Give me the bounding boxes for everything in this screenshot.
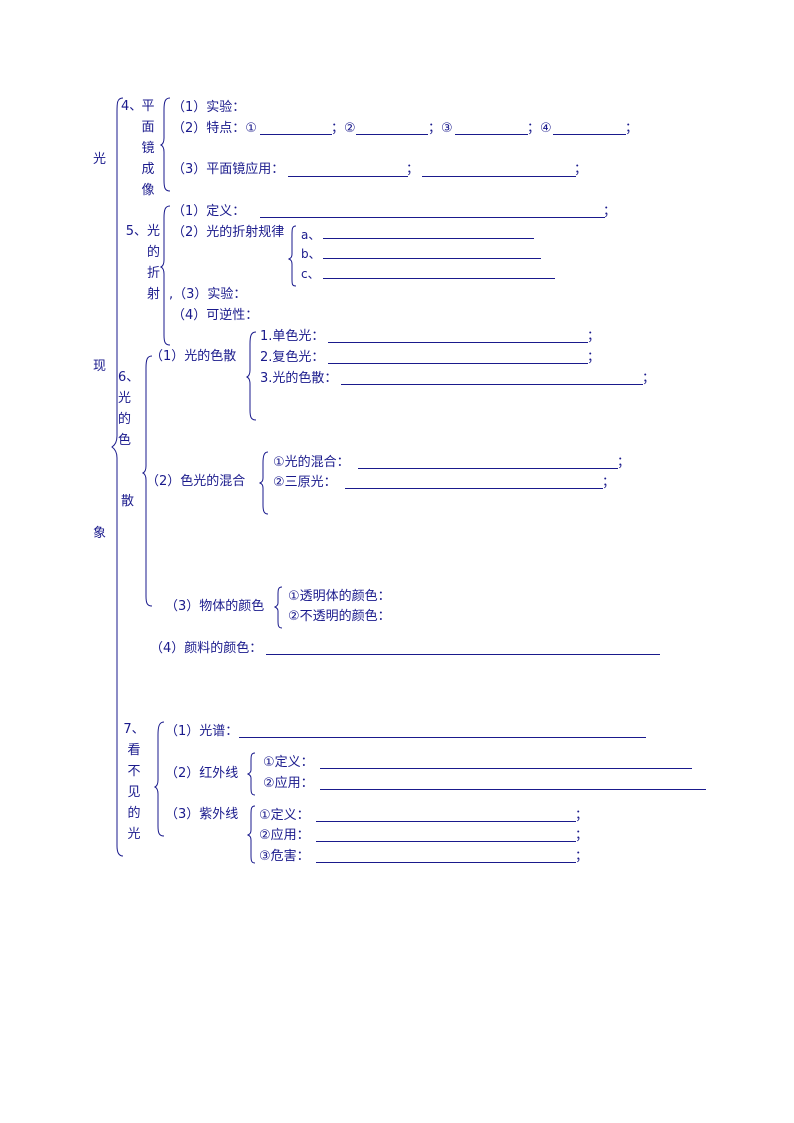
- s5-brace: [159, 205, 171, 346]
- s5-definition: （1）定义：: [172, 204, 246, 219]
- s4-feature-2-blank[interactable]: [356, 134, 428, 135]
- s7-brace: [153, 721, 165, 837]
- s6-mono: 1.单色光：: [260, 329, 325, 344]
- s7-uv-harm: ③危害：: [259, 849, 310, 864]
- s5-law-a: a、: [301, 228, 321, 242]
- s7-uv-application: ②应用：: [259, 828, 310, 843]
- s6-mix-1-blank[interactable]: [358, 468, 618, 469]
- s6-object-color-label: （3）物体的颜色: [165, 599, 265, 614]
- s7-uv-label: （3）紫外线: [165, 807, 239, 822]
- s6-disp-brace: [245, 331, 257, 421]
- s4-apply: （3）平面镜应用：: [172, 162, 285, 177]
- s7-uv-definition: ①定义：: [259, 808, 310, 823]
- s4-sep-4: ；④: [527, 121, 552, 136]
- s6-poly-end: ；: [587, 350, 601, 365]
- s5-title: 5、光 的 折 射: [125, 224, 160, 302]
- s4-apply-1-blank[interactable]: [288, 176, 408, 177]
- s7-uv-harm-blank[interactable]: [316, 862, 576, 863]
- s6-dispersion: 3.光的色散：: [260, 371, 338, 386]
- root-char-3: 象: [93, 526, 107, 541]
- s6-title-tail: 散: [121, 494, 135, 509]
- s7-uv-definition-end: ；: [575, 808, 589, 823]
- s4-apply-sep: ；: [406, 162, 420, 177]
- s5-law-c-blank[interactable]: [323, 278, 555, 279]
- s5-law-brace: [287, 225, 297, 287]
- s4-end: ；: [625, 121, 639, 136]
- s5-definition-blank[interactable]: [260, 217, 605, 218]
- s4-title-num: 4、: [121, 99, 143, 114]
- s4-feature-4-blank[interactable]: [553, 134, 626, 135]
- s7-ir-brace: [246, 752, 256, 796]
- s7-spectrum-blank[interactable]: [239, 737, 646, 738]
- s6-title: 6、 光 的 色: [118, 370, 140, 448]
- s6-mix-brace: [258, 451, 269, 515]
- s6-mix-label: （2）色光的混合: [146, 474, 246, 489]
- s5-law-b-blank[interactable]: [323, 258, 541, 259]
- s6-mix-2: ②三原光：: [273, 475, 337, 490]
- s5-law: （2）光的折射规律: [172, 225, 285, 240]
- s7-ir-application: ②应用：: [263, 776, 314, 791]
- s7-spectrum: （1）光谱：: [165, 724, 239, 739]
- s7-uv-application-blank[interactable]: [316, 841, 576, 842]
- s6-transparent: ①透明体的颜色：: [288, 589, 391, 604]
- s6-mix-2-end: ；: [602, 475, 616, 490]
- s6-opaque: ②不透明的颜色：: [288, 609, 391, 624]
- s6-poly: 2.复色光：: [260, 350, 325, 365]
- s7-ir-application-blank[interactable]: [320, 789, 706, 790]
- s6-mono-end: ；: [587, 329, 601, 344]
- s6-pigment-blank[interactable]: [266, 654, 660, 655]
- s7-title: 7、 看 不 见 的 光: [123, 722, 145, 842]
- root-char-1: 光: [93, 152, 107, 167]
- s4-apply-end: ；: [574, 162, 588, 177]
- s5-reversibility: （4）可逆性：: [172, 308, 259, 323]
- s7-uv-definition-blank[interactable]: [316, 821, 576, 822]
- s4-features: （2）特点：①: [172, 121, 257, 136]
- s6-poly-blank[interactable]: [328, 363, 588, 364]
- s6-obj-brace: [273, 586, 283, 629]
- s6-dispersion-label: （1）光的色散: [150, 349, 237, 364]
- s6-pigment-label: （4）颜料的颜色：: [150, 641, 263, 656]
- s5-law-c: c、: [301, 267, 320, 281]
- s7-ir-definition: ①定义：: [263, 755, 314, 770]
- s6-mix-1: ①光的混合：: [273, 455, 350, 470]
- s6-mix-2-blank[interactable]: [345, 488, 603, 489]
- s4-brace: [159, 97, 171, 192]
- s4-sep-3: ；③: [428, 121, 453, 136]
- s7-uv-application-end: ；: [575, 828, 589, 843]
- s5-law-a-blank[interactable]: [323, 238, 534, 239]
- s7-uv-harm-end: ；: [575, 849, 589, 864]
- s4-apply-2-blank[interactable]: [422, 176, 576, 177]
- s7-ir-label: （2）红外线: [165, 766, 239, 781]
- s6-mix-1-end: ；: [617, 455, 631, 470]
- s4-feature-3-blank[interactable]: [455, 134, 528, 135]
- s4-experiment: （1）实验：: [172, 100, 246, 115]
- s6-mono-blank[interactable]: [328, 342, 588, 343]
- s4-title: 平 面 镜 成 像: [141, 99, 155, 198]
- s7-uv-brace: [246, 805, 256, 864]
- s5-definition-end: ；: [603, 204, 617, 219]
- s7-ir-definition-blank[interactable]: [320, 768, 692, 769]
- s5-law-b: b、: [301, 247, 321, 261]
- s4-feature-1-blank[interactable]: [260, 134, 332, 135]
- s6-dispersion-end: ；: [642, 371, 656, 386]
- s5-experiment: ,（3）实验：: [169, 287, 247, 302]
- s4-sep-2: ；②: [331, 121, 356, 136]
- s6-dispersion-blank[interactable]: [341, 384, 643, 385]
- root-char-2: 现: [93, 359, 107, 374]
